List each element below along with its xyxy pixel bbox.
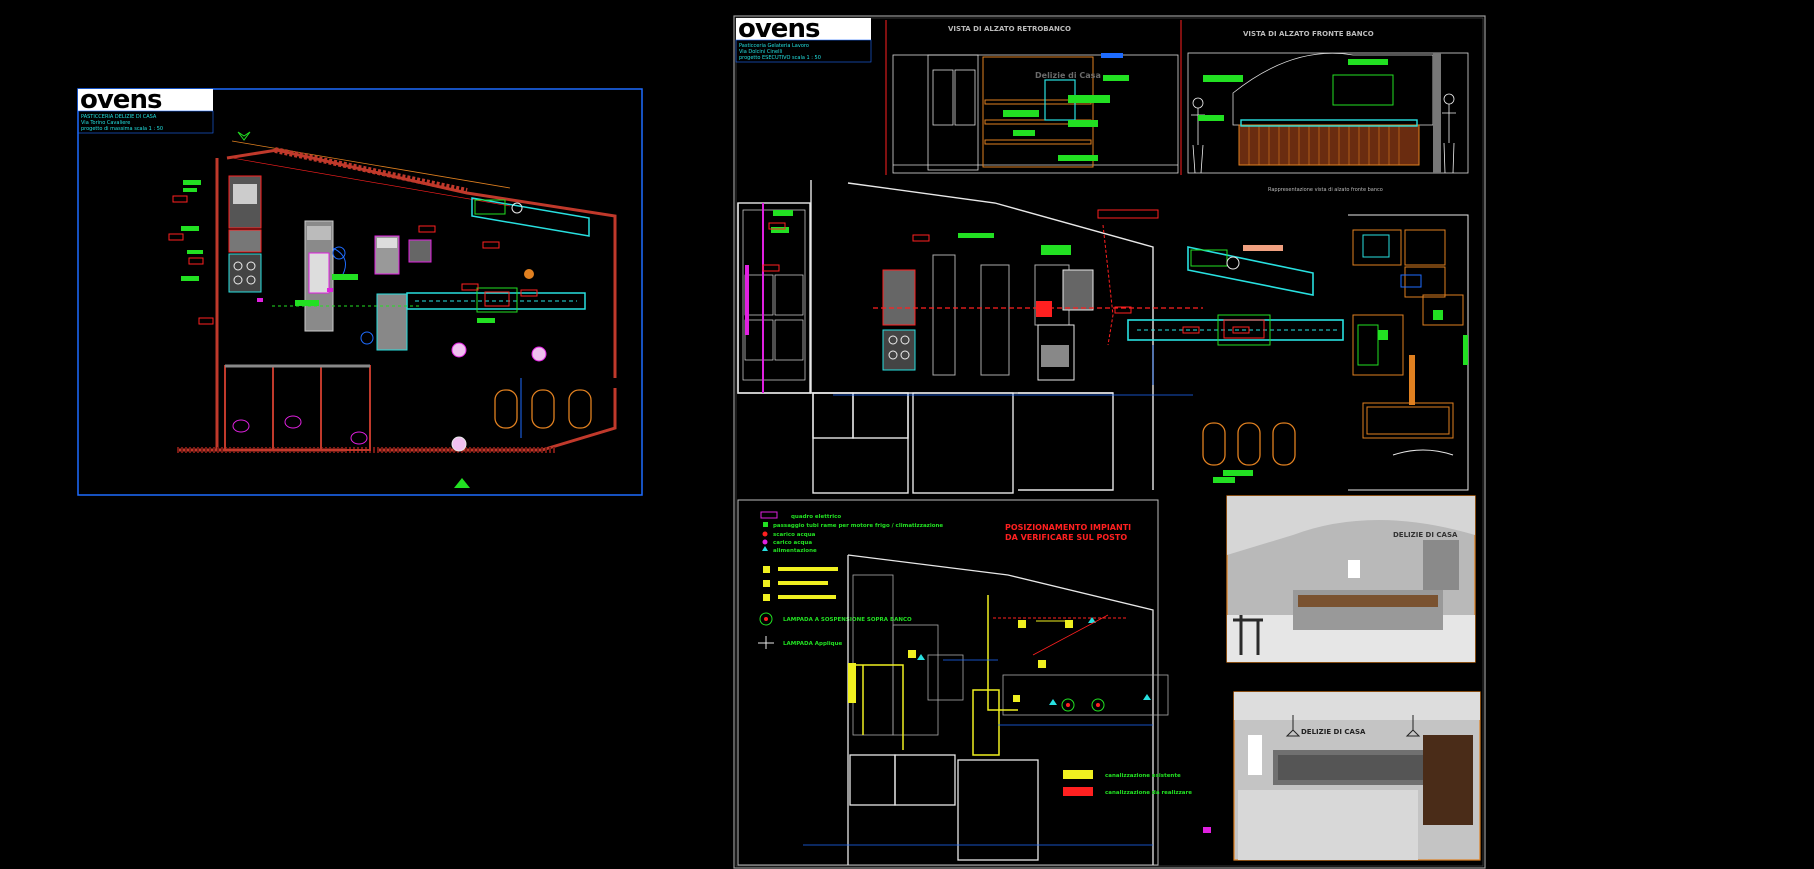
lamp-legend-2: LAMPADA Applique (783, 641, 843, 647)
title-line-3: progetto di massima scala 1 : 50 (81, 126, 163, 132)
title-right-line-2: Via Dolcini Cinelli (739, 49, 782, 55)
title-line-2: Via Torino Cavaliere (81, 120, 130, 126)
elev-right-title: VISTA DI ALZATO FRONTE BANCO (1243, 30, 1374, 38)
render-bottom-sign: DELIZIE DI CASA (1301, 728, 1366, 736)
render-top[interactable]: DELIZIE DI CASA (1226, 495, 1476, 663)
lamp-icon (1061, 698, 1105, 712)
title-line-1: PASTICCERIA DELIZIE DI CASA (81, 114, 157, 120)
title-right-line-3: progetto ESECUTIVO scala 1 : 50 (739, 55, 821, 61)
render-top-sign: DELIZIE DI CASA (1393, 531, 1458, 539)
legend-item-5: alimentazione (773, 548, 817, 554)
brand-logo-right: ovens (738, 15, 820, 44)
service-counter-right (1127, 314, 1344, 346)
elev-sign: Delizie di Casa (1035, 71, 1101, 80)
elev-note: Rappresentazione vista di alzato fronte … (1268, 187, 1383, 193)
title-right-line-1: Pasticceria Gelateria Lavoro (739, 43, 809, 49)
legend-item-2: passaggio tubi rame per motore frigo / c… (773, 523, 943, 529)
elev-left-title: VISTA DI ALZATO RETROBANCO (948, 25, 1071, 33)
service-counter (406, 287, 586, 313)
brand-logo: ovens (80, 88, 162, 115)
sheet-right: ovens Pasticceria Gelateria Lavoro Via D… (733, 15, 1486, 869)
render-bottom[interactable]: DELIZIE DI CASA (1233, 691, 1481, 861)
bottom-legend-1: canalizzazione esistente (1105, 773, 1181, 779)
notes-title-2: DA VERIFICARE SUL POSTO (1005, 533, 1127, 542)
elevation-retrobanco (892, 54, 1179, 174)
entrance-arrow-icon (454, 478, 470, 488)
side-elevation (1348, 214, 1469, 491)
legend-item-4: carico acqua (773, 540, 812, 546)
sheet-left: ovens PASTICCERIA DELIZIE DI CASA Via To… (77, 88, 643, 496)
legend-item-1: quadro elettrico (791, 514, 841, 520)
person-icon (451, 269, 547, 452)
plant-legend: quadro elettrico passaggio tubi rame per… (758, 511, 943, 649)
person-icon (1191, 93, 1456, 174)
legend-item-3: scarico acqua (773, 532, 816, 538)
toilet-icon (232, 415, 368, 445)
tables (494, 389, 592, 429)
elevation-fronte (1187, 52, 1469, 174)
notes-title-1: POSIZIONAMENTO IMPIANTI (1005, 523, 1131, 532)
north-arrow-icon (237, 131, 251, 141)
bottom-legend-2: canalizzazione da realizzare (1105, 790, 1192, 796)
main-plan (737, 180, 1154, 494)
